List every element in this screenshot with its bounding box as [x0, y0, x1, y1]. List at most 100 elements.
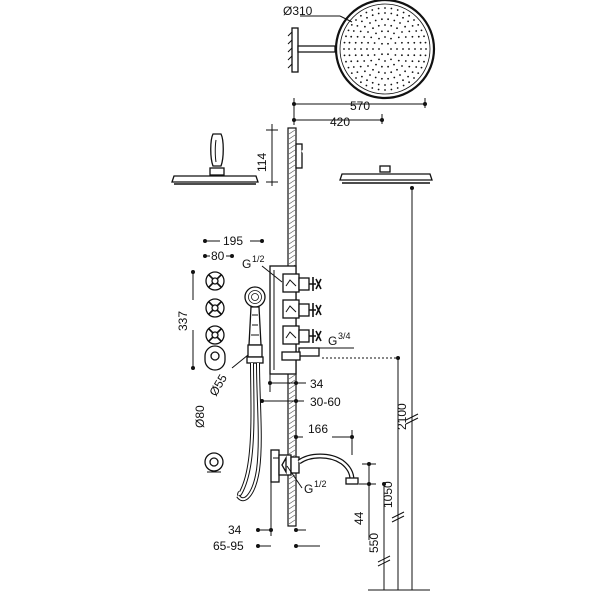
nozzle-dot	[356, 25, 359, 27]
wall-hatch-line	[288, 444, 296, 450]
valve-height-dimension: 337	[176, 270, 195, 370]
valve-depth-label: 34	[310, 377, 324, 391]
nozzle-dot	[348, 54, 351, 57]
nozzle-dot	[425, 48, 427, 50]
wall-hatch-line	[288, 169, 296, 175]
wall-hatch-line	[288, 229, 296, 235]
nozzle-dot	[366, 48, 368, 50]
nozzle-dot	[419, 54, 422, 57]
nozzle-dot	[390, 71, 393, 74]
wall-hatch-line	[288, 499, 296, 505]
nozzle-dot	[417, 24, 420, 26]
nozzle-dot	[360, 81, 362, 84]
nozzle-dot	[367, 54, 369, 57]
nozzle-dot	[370, 36, 373, 39]
nozzle-dot	[390, 7, 393, 10]
nozzle-dot	[402, 16, 404, 19]
wall-hatch-line	[288, 494, 296, 500]
nozzle-dot	[356, 35, 359, 38]
spout-reach-label: 166	[308, 422, 328, 436]
wall-hatch-line	[288, 404, 296, 410]
wall-hatch-line	[288, 244, 296, 250]
wall-hatch-line	[288, 159, 296, 165]
nozzle-dot	[399, 74, 401, 76]
nozzle-dot	[390, 83, 393, 86]
wall-hatch-line	[288, 149, 296, 155]
nozzle-dot	[413, 19, 415, 21]
nozzle-dot	[390, 37, 392, 40]
wall-hatch-line	[288, 374, 296, 380]
nozzle-dot	[411, 71, 414, 73]
nozzle-dot	[387, 77, 389, 80]
spout-height-dimension: 44	[352, 462, 376, 540]
nozzle-dot	[345, 35, 347, 38]
nozzle-dot	[393, 63, 395, 66]
wall-hatch-line	[288, 439, 296, 445]
nozzle-dot	[347, 66, 350, 69]
nozzle-dot	[417, 60, 420, 63]
nozzle-dot	[402, 48, 404, 50]
valve-body-side-view	[269, 265, 322, 375]
nozzle-dot	[367, 41, 369, 44]
nozzle-dot	[384, 12, 386, 14]
nozzle-dot	[373, 42, 376, 44]
nozzle-dot	[372, 68, 374, 71]
bath-spout	[270, 449, 359, 485]
nozzle-dot	[404, 60, 407, 62]
nozzle-dot	[381, 30, 383, 33]
nozzle-dot	[354, 41, 357, 44]
nozzle-dot	[393, 32, 395, 35]
nozzle-dot	[420, 29, 423, 32]
nozzle-dot	[364, 70, 366, 73]
nozzle-dot	[390, 12, 393, 15]
nozzle-dot	[408, 30, 411, 33]
nozzle-dot	[393, 76, 396, 79]
upper-connection-text: G	[242, 257, 251, 271]
nozzle-dot	[397, 36, 400, 39]
nozzle-dot	[414, 48, 416, 50]
nozzle-dot	[365, 11, 368, 14]
shower-arm-side-view	[295, 125, 433, 184]
nozzle-dot	[417, 72, 420, 74]
wall-hatch-line	[288, 134, 296, 140]
nozzle-dot	[408, 81, 410, 84]
nozzle-dot	[371, 9, 374, 11]
nozzle-dot	[413, 41, 416, 44]
nozzle-dot	[375, 63, 377, 66]
faceplate-dimensions: 195 80	[203, 234, 264, 263]
nozzle-dot	[352, 30, 355, 32]
wall-hatch-line	[288, 184, 296, 190]
nozzle-dot	[387, 65, 389, 68]
nozzle-dot	[424, 54, 427, 57]
nozzle-dot	[393, 19, 396, 22]
nozzle-dot	[407, 75, 409, 78]
nozzle-dot	[359, 65, 362, 68]
nozzle-dot	[381, 42, 383, 45]
nozzle-dot	[360, 54, 363, 57]
nozzle-dot	[361, 75, 363, 78]
nozzle-dot	[399, 22, 401, 24]
wall-hatch-line	[288, 139, 296, 145]
wall-hatch-line	[288, 189, 296, 195]
nozzle-dot	[343, 48, 345, 50]
nozzle-dot	[350, 24, 353, 26]
wall-hatch-line	[288, 389, 296, 395]
nozzle-dot	[387, 30, 389, 33]
hand-shower-diameter-label: Ø55	[206, 372, 230, 399]
lower-depth-label: 34	[228, 523, 242, 537]
wall-hatch-line	[288, 489, 296, 495]
nozzle-dot	[420, 66, 423, 69]
shower-head-diameter-label: Ø310	[283, 4, 313, 18]
shower-head-top-view	[287, 0, 436, 100]
wall-hatch-line	[288, 209, 296, 215]
nozzle-dot	[390, 88, 393, 91]
nozzle-dot	[377, 7, 380, 10]
nozzle-dot	[350, 60, 353, 63]
wall-outlet: Ø80	[193, 405, 224, 473]
wall-hatch-line	[288, 434, 296, 440]
valve-height-label: 337	[176, 311, 190, 331]
wall-hatch-line	[288, 129, 296, 135]
nozzle-dot	[374, 76, 377, 79]
nozzle-dot	[360, 48, 362, 50]
nozzle-dot	[401, 65, 403, 67]
